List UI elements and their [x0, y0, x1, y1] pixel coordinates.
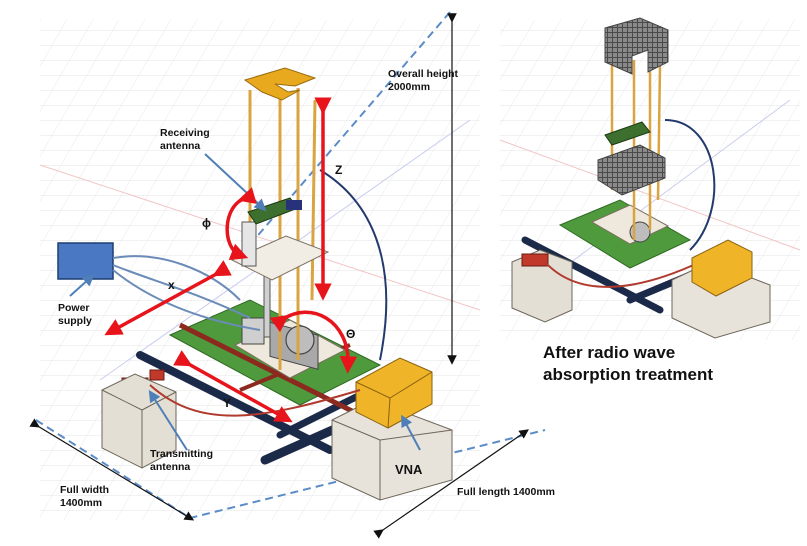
- axis-z-label: Z: [335, 163, 343, 177]
- arrow-x: [104, 260, 232, 336]
- axis-phi-label: ϕ: [202, 216, 211, 230]
- vna-instrument: [355, 357, 433, 429]
- dim-length: [373, 429, 529, 539]
- motion-arrows: [104, 97, 358, 423]
- top-frame: [243, 67, 317, 101]
- axis-x-label: x: [168, 278, 175, 292]
- vna-label: VNA: [395, 462, 423, 477]
- dimension-lines: [29, 13, 529, 539]
- power-supply-box: [57, 242, 114, 280]
- axis-y-label: Y: [223, 396, 232, 410]
- full-length-label: Full length 1400mm: [457, 486, 556, 498]
- top-absorber: [604, 17, 669, 75]
- axis-theta-label: Θ: [346, 327, 356, 341]
- left-assembly: [29, 11, 546, 539]
- arrow-y: [173, 350, 293, 423]
- arrow-theta: [269, 310, 358, 374]
- right-assembly: [511, 17, 771, 339]
- dim-width: [29, 418, 195, 521]
- arrow-phi: [225, 187, 257, 260]
- antenna-absorber: [597, 144, 666, 196]
